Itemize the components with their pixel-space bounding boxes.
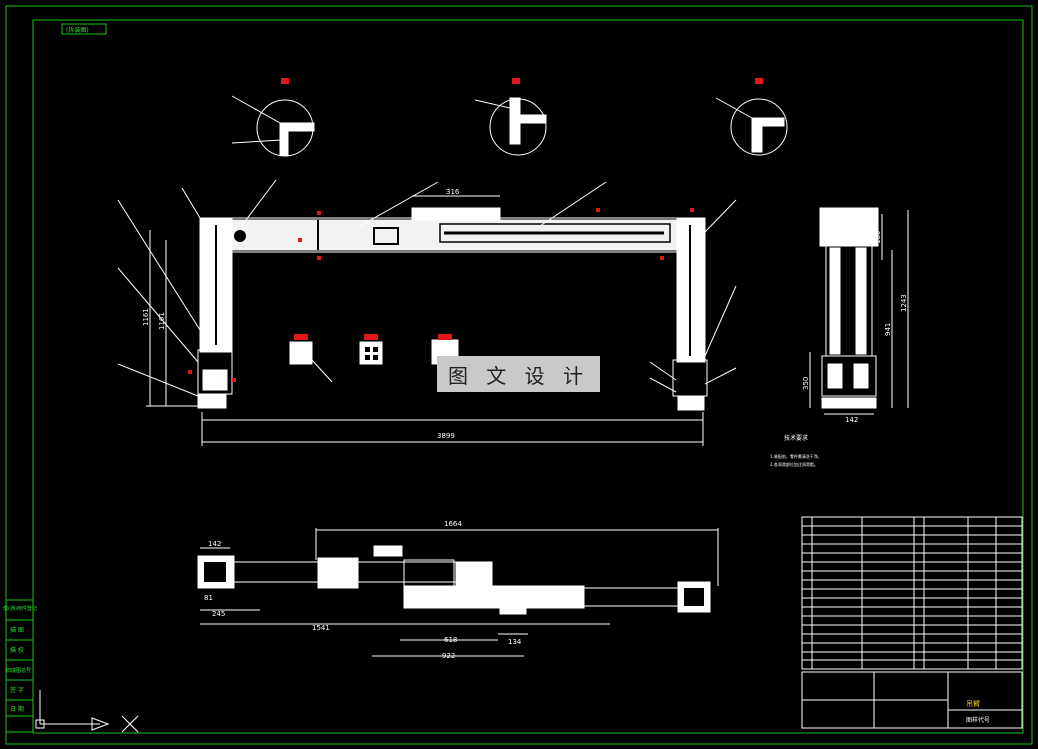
- dim-245: 245: [212, 610, 225, 618]
- title-drawing-no: 图样代号: [966, 716, 990, 724]
- dim-618: 618: [444, 636, 457, 644]
- tech-title: 技术要求: [784, 434, 808, 442]
- top-label: (拆装图): [66, 26, 89, 34]
- plan-view: [197, 528, 719, 657]
- watermark: 图 文 设 计: [437, 356, 600, 392]
- parts-list: [801, 516, 1023, 670]
- top-label-box: [61, 23, 107, 35]
- dim-81: 81: [204, 594, 213, 602]
- side-label-6: 日 期: [10, 705, 24, 713]
- side-label-3: 描 校: [10, 646, 24, 654]
- ucs-icon: [35, 690, 139, 733]
- dim-350: 350: [802, 377, 810, 390]
- side-label-5: 签 字: [10, 686, 24, 694]
- side-label-1: 借(通)用件登记: [3, 605, 37, 612]
- side-label-2: 描 图: [10, 626, 24, 634]
- detail-view-3: [715, 78, 788, 156]
- dim-922: 922: [442, 652, 455, 660]
- section-views: [289, 334, 459, 383]
- main-front-view: [117, 179, 737, 446]
- title-block: [801, 671, 1023, 729]
- dim-142: 142: [845, 416, 858, 424]
- side-registration-box: [5, 599, 34, 733]
- tech-line-2: 2.各润滑部位加注润滑脂。: [770, 461, 818, 467]
- title-name: 吊臂: [966, 699, 980, 708]
- inner-frame: [32, 19, 1024, 734]
- detail-view-2: [474, 78, 547, 156]
- dim-1541: 1541: [312, 624, 330, 632]
- dim-1161: 1161: [142, 308, 150, 326]
- dim-142b: 142: [208, 540, 221, 548]
- right-side-view: [809, 207, 909, 415]
- dim-1664: 1664: [444, 520, 462, 528]
- dim-316: 316: [446, 188, 460, 196]
- dim-1161b: 1161: [158, 312, 166, 330]
- dim-134: 134: [508, 638, 522, 646]
- dim-100: 100: [874, 231, 882, 244]
- side-label-4: 旧底图总号: [6, 667, 31, 674]
- detail-view-1: [231, 78, 315, 157]
- outer-frame: [5, 5, 1033, 745]
- dim-1243: 1243: [900, 294, 908, 312]
- dim-3899: 3899: [437, 432, 455, 440]
- tech-line-1: 1.装配前，零件需清洗干净。: [770, 453, 822, 459]
- dim-941: 941: [884, 323, 892, 336]
